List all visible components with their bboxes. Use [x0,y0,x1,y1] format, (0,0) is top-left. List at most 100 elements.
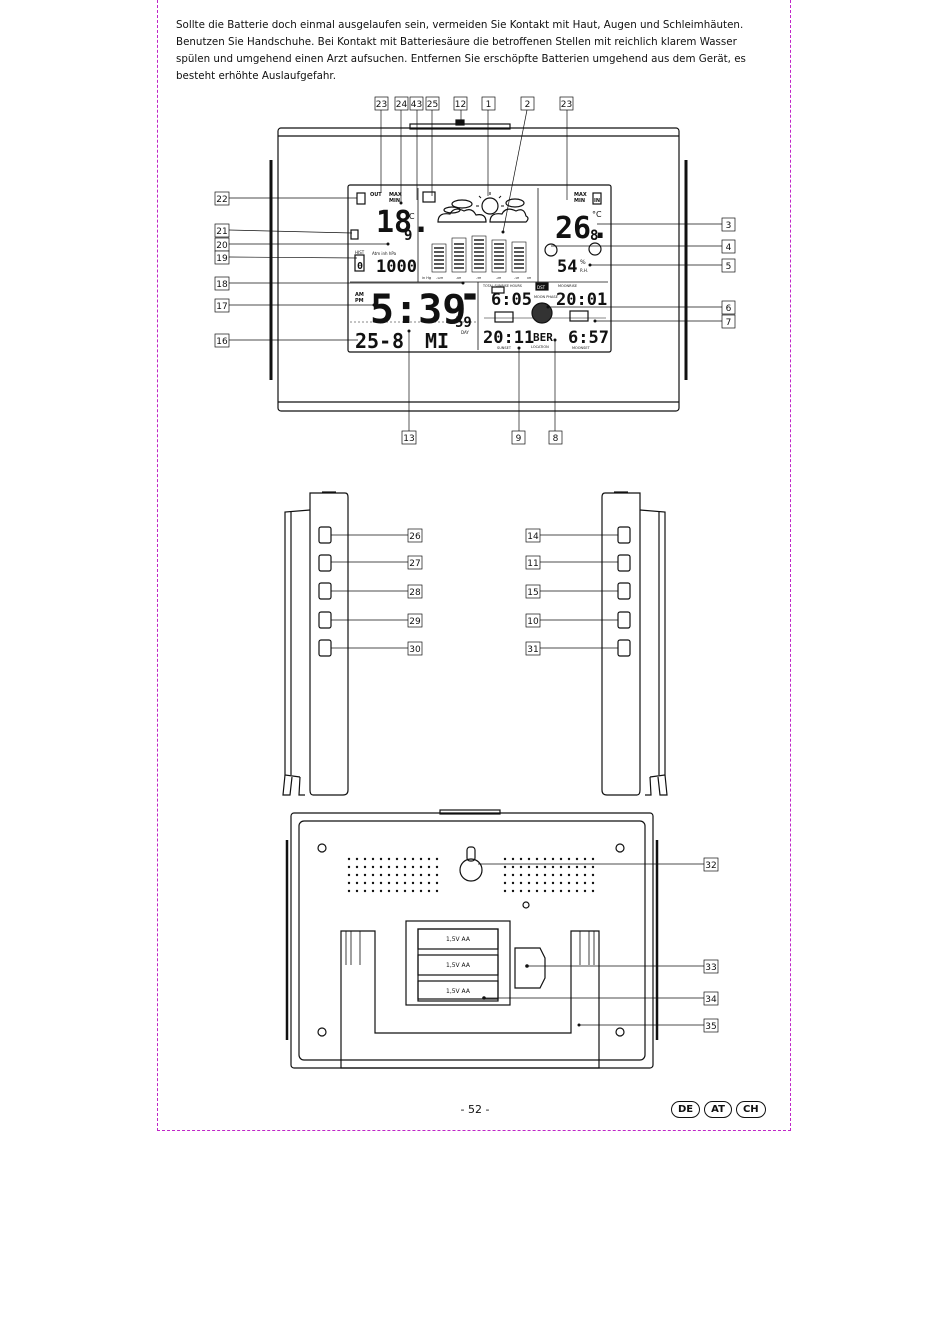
grille-hole [543,857,547,861]
svg-text:12: 12 [455,100,466,110]
grille-hole [511,873,515,877]
callout-23b: 23 [559,96,574,111]
happy-face-icon [588,242,602,256]
grille-hole [403,865,407,869]
hist-axis-12h: -12H [436,276,443,280]
grille-hole [535,889,539,893]
grille-hole [387,889,391,893]
hist-axis-3h: -3H [476,276,481,280]
grille-hole [511,889,515,893]
left-side-view [282,491,349,796]
svg-text:9: 9 [516,434,522,444]
sunset-value: 20:11 [483,328,534,348]
grille-hole [355,865,359,869]
lang-badge-de: DE [671,1101,701,1118]
grille-hole [387,873,391,877]
grille-hole [591,873,595,877]
grille-hole [503,865,507,869]
svg-text:14: 14 [527,532,539,542]
grille-hole [371,873,375,877]
location-value: BER [533,331,553,344]
grille-hole [411,857,415,861]
battery-label-2: 1,5V AA [446,962,471,969]
grille-hole [347,889,351,893]
svg-text:23: 23 [376,100,387,110]
callout-12: 12 [453,96,468,111]
out-temp-unit: °C [405,212,415,221]
grille-hole [527,873,531,877]
grille-hole [583,881,587,885]
hist-value: 0 [357,261,363,272]
grille-hole [583,857,587,861]
callout-24: 24 [394,96,409,111]
grille-hole [583,865,587,869]
grille-hole [551,857,555,861]
sunrise-header: TOTAL SUNRISE HOURS [482,284,522,288]
callout-3: 3 [721,217,736,232]
grille-hole [347,873,351,877]
grille-hole [411,873,415,877]
grille-hole [435,865,439,869]
grille-hole [347,857,351,861]
grille-hole [575,873,579,877]
out-temp-value: 18. [376,205,430,240]
grille-hole [411,881,415,885]
callout-35: 35 [703,1018,719,1033]
callout-17: 17 [214,298,230,313]
grille-hole [435,873,439,877]
callout-13: 13 [401,430,417,445]
grille-hole [511,865,515,869]
svg-text:7: 7 [726,318,732,328]
callout-2: 2 [520,96,535,111]
dst-label: DST [537,285,546,290]
grille-hole [591,889,595,893]
svg-text:27: 27 [409,559,420,569]
time-value: 5:39 [370,287,466,333]
grille-hole [355,873,359,877]
svg-text:30: 30 [409,645,421,655]
grille-hole [371,865,375,869]
svg-text:43: 43 [411,100,422,110]
sad-face-icon [544,243,558,257]
grille-hole [567,881,571,885]
callout-33: 33 [703,959,719,974]
grille-hole [419,889,423,893]
callout-14: 14 [525,528,541,543]
pressure-inhg-label: in Hg [422,276,431,280]
grille-hole [583,889,587,893]
grille-hole [419,865,423,869]
page-number: - 52 - [460,1103,490,1116]
grille-hole [527,865,531,869]
grille-hole [427,865,431,869]
grille-hole [503,881,507,885]
day-label: DAY [461,330,469,335]
min-label-in: MIN [574,198,585,204]
back-view [285,809,659,1069]
svg-text:33: 33 [705,963,716,973]
grille-hole [379,865,383,869]
callout-5: 5 [721,258,736,273]
grille-hole [559,865,563,869]
max-label-out: MAX [389,192,402,198]
grille-hole [435,889,439,893]
grille-hole [395,857,399,861]
moonset-label: MOONSET [572,346,591,350]
grille-hole [411,865,415,869]
callout-18: 18 [214,276,230,291]
moonset-value: 6:57 [568,328,609,348]
grille-hole [527,889,531,893]
callout-32: 32 [703,857,719,872]
grille-hole [395,865,399,869]
grille-hole [435,857,439,861]
grille-hole [551,873,555,877]
svg-text:32: 32 [705,861,716,871]
svg-text:2: 2 [525,100,531,110]
grille-hole [519,873,523,877]
callout-16: 16 [214,333,230,348]
callout-7: 7 [721,314,736,329]
grille-hole [519,865,523,869]
moonrise-label: MOONRISE [558,284,577,288]
grille-hole [379,889,383,893]
grille-hole [411,889,415,893]
svg-text:20: 20 [216,241,228,251]
